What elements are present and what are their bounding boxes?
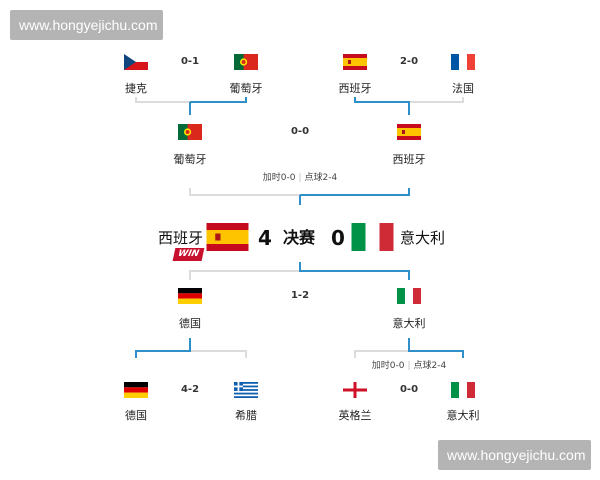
- semifinal-1-score: 0-0: [290, 126, 310, 137]
- italy-flag-icon: [451, 382, 475, 398]
- match-spain-france-score: 2-0: [399, 56, 419, 67]
- germany-flag-icon: [124, 382, 148, 398]
- spain-flag-icon: [206, 223, 249, 251]
- connector-sf1: [189, 188, 410, 196]
- team-name-spain: 西班牙: [392, 153, 426, 166]
- final-label: 决赛: [283, 228, 316, 247]
- connector-sf2-win: [299, 262, 410, 280]
- semifinal-1-note: 加时0-0|点球2-4: [263, 174, 337, 183]
- team-name-germany: 德国: [125, 409, 147, 422]
- england-italy-penalties: 点球2-4: [413, 361, 447, 371]
- team-name-italy: 意大利: [392, 317, 426, 330]
- spain-flag-icon: [343, 54, 367, 70]
- final-home-team-name: 西班牙: [158, 229, 204, 247]
- greece-flag-icon: [234, 382, 258, 398]
- semifinal-1-extra-time: 加时0-0: [262, 173, 296, 183]
- france-flag-icon: [451, 54, 475, 70]
- connector-italy-win: [408, 338, 464, 358]
- czech-flag-icon: [124, 54, 148, 70]
- spain-flag-icon: [397, 124, 421, 140]
- connector-portugal-win: [189, 97, 247, 115]
- match-england-italy-score: 0-0: [399, 384, 419, 395]
- team-name-portugal: 葡萄牙: [229, 82, 263, 95]
- connector-germany-win: [135, 338, 191, 358]
- team-name-portugal: 葡萄牙: [173, 153, 207, 166]
- semifinal-2-score: 1-2: [290, 290, 310, 301]
- portugal-flag-icon: [234, 54, 258, 70]
- team-name-italy: 意大利: [446, 409, 480, 422]
- italy-flag-icon: [351, 223, 394, 251]
- germany-flag-icon: [178, 288, 202, 304]
- england-italy-extra-time: 加时0-0: [371, 361, 405, 371]
- match-czech-portugal-score: 0-1: [180, 56, 200, 67]
- watermark-bottom: www.hongyejichu.com: [438, 440, 591, 470]
- final-away-score: 0: [331, 226, 345, 250]
- team-name-czech: 捷克: [125, 82, 147, 95]
- note-separator: |: [407, 361, 411, 371]
- match-germany-greece-score: 4-2: [180, 384, 200, 395]
- connector-england-italy: [354, 350, 464, 358]
- connector-sf2: [189, 270, 410, 280]
- watermark-top: www.hongyejichu.com: [10, 10, 163, 40]
- final-home-score: 4: [258, 226, 272, 250]
- team-name-spain: 西班牙: [338, 82, 372, 95]
- team-name-france: 法国: [452, 82, 474, 95]
- team-name-germany: 德国: [179, 317, 201, 330]
- england-flag-icon: [343, 382, 367, 398]
- final-away-team-name: 意大利: [400, 229, 446, 247]
- italy-flag-icon: [397, 288, 421, 304]
- portugal-flag-icon: [178, 124, 202, 140]
- winner-badge: WIN: [172, 248, 205, 261]
- connector-germany-greece: [135, 350, 247, 358]
- match-england-italy-note: 加时0-0|点球2-4: [372, 362, 446, 371]
- team-name-england: 英格兰: [338, 409, 372, 422]
- note-separator: |: [298, 173, 302, 183]
- semifinal-1-penalties: 点球2-4: [304, 173, 338, 183]
- connector-spain-win: [354, 97, 410, 115]
- connector-sf1-win: [299, 188, 410, 205]
- team-name-greece: 希腊: [235, 409, 257, 422]
